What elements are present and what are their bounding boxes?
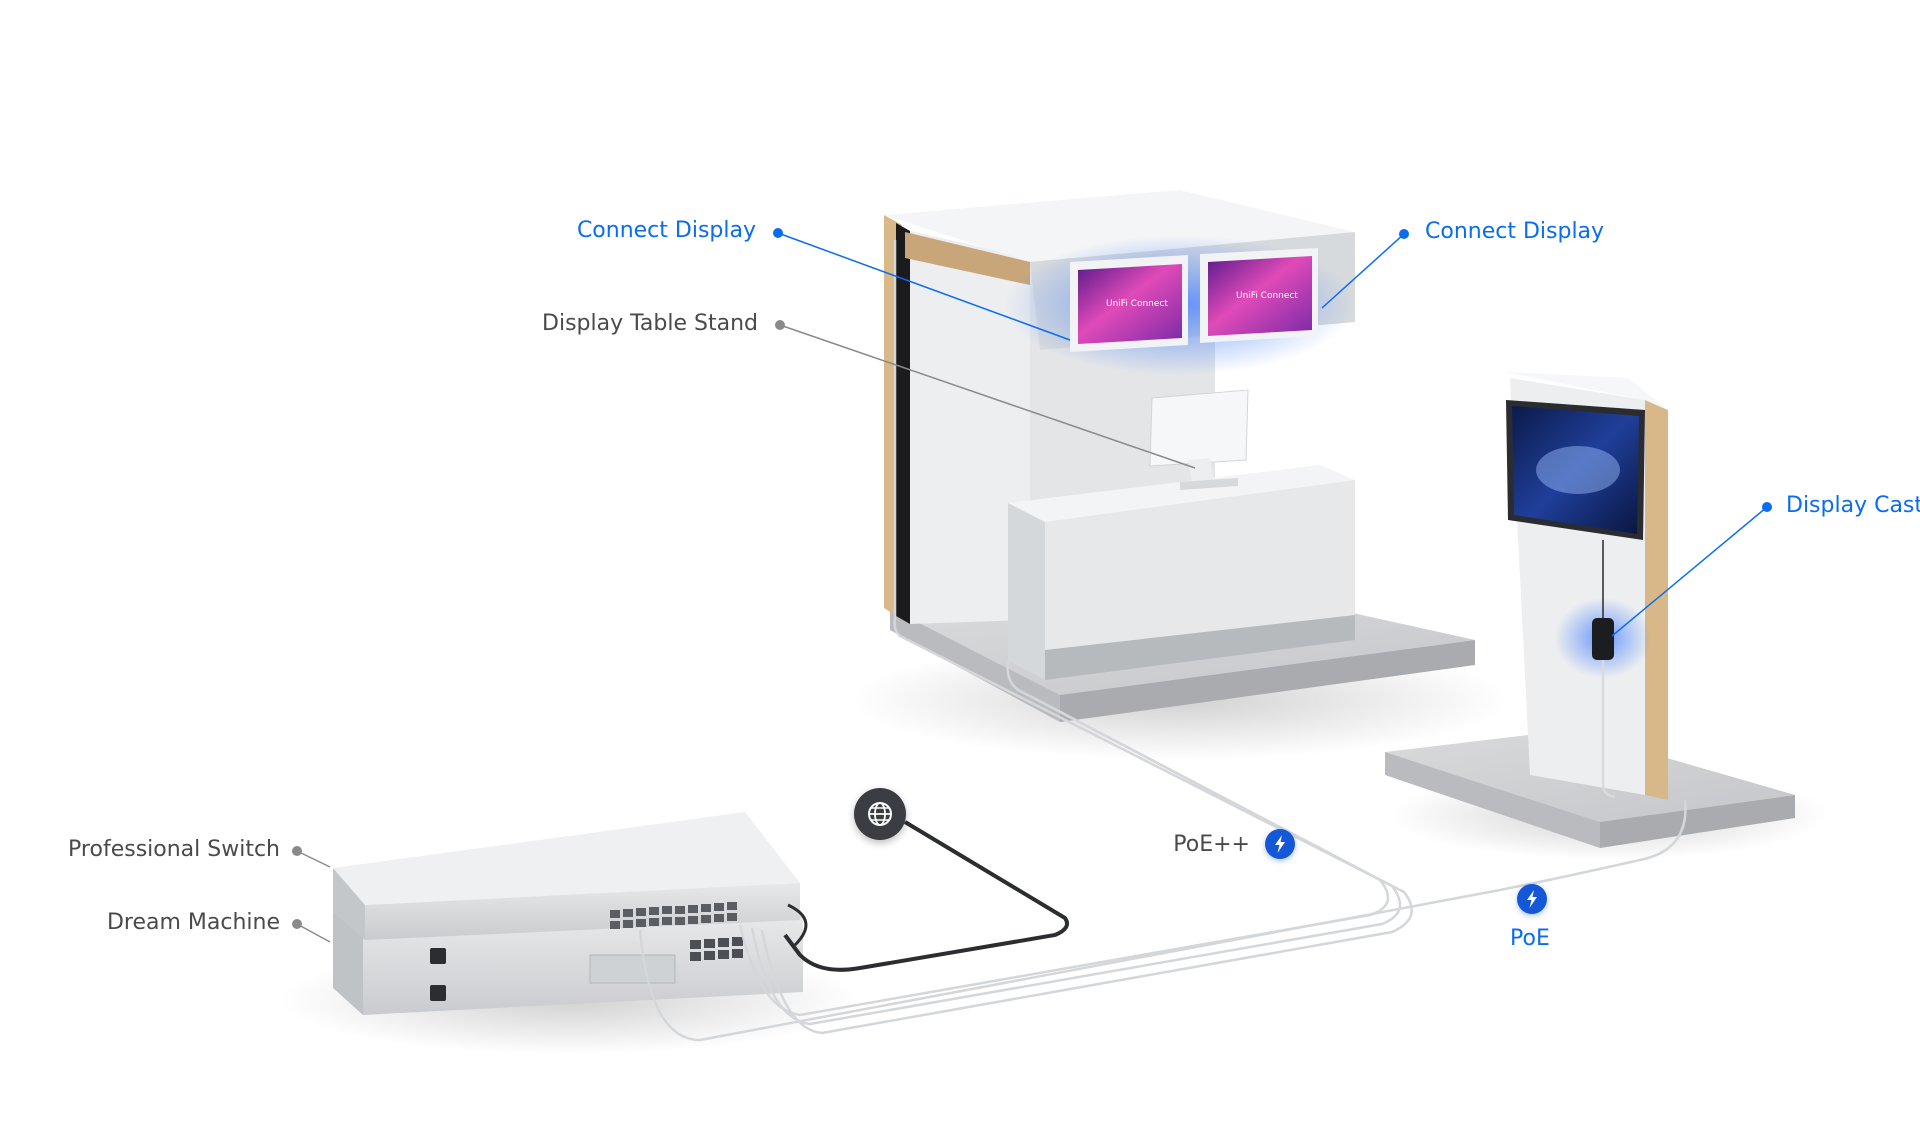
label-professional-switch: Professional Switch bbox=[68, 837, 280, 862]
leader-dot-dream-machine bbox=[292, 919, 302, 929]
label-dream-machine: Dream Machine bbox=[106, 910, 280, 935]
leader-dot-table-stand bbox=[775, 320, 785, 330]
connect-display-units: UniFi Connect UniFi Connect bbox=[1005, 235, 1355, 375]
display-table-stand-device bbox=[1149, 389, 1249, 490]
leader-dot-display-cast bbox=[1762, 502, 1772, 512]
leader-lines bbox=[292, 228, 1772, 943]
globe-icon bbox=[854, 788, 906, 840]
screen-logo-right: UniFi Connect bbox=[1236, 291, 1298, 301]
label-connect-display-left: Connect Display bbox=[576, 218, 756, 243]
label-connect-display-right: Connect Display bbox=[1425, 219, 1605, 244]
leader-dot-connect-left bbox=[773, 228, 783, 238]
network-rack bbox=[280, 812, 860, 1055]
lightning-icon bbox=[1265, 829, 1295, 859]
lightning-icon bbox=[1517, 884, 1547, 914]
cables bbox=[638, 240, 1687, 1042]
label-display-table-stand: Display Table Stand bbox=[542, 311, 758, 336]
label-poe: PoE bbox=[1510, 926, 1550, 951]
label-display-cast: Display Cast bbox=[1786, 493, 1920, 518]
cast-stand-structure bbox=[1385, 372, 1830, 860]
leader-dot-professional-switch bbox=[292, 846, 302, 856]
leader-dot-connect-right bbox=[1399, 229, 1409, 239]
label-poe-plus-plus: PoE++ bbox=[1173, 832, 1250, 857]
screen-logo-left: UniFi Connect bbox=[1106, 299, 1168, 309]
